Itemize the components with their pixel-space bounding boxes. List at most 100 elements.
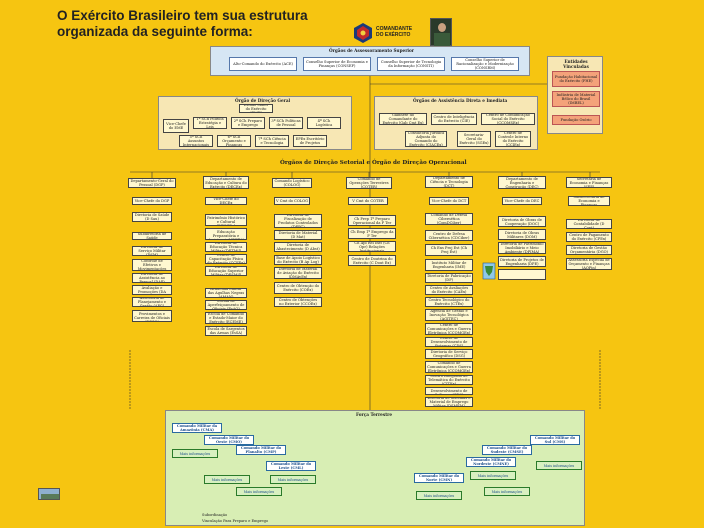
sef-item-3[interactable]: Diretoria de Gestão Orçamentária (DGO) bbox=[566, 245, 612, 255]
dct-item-13[interactable]: Centro Integrado de Telemática do Exérci… bbox=[425, 375, 473, 385]
4sch-box[interactable]: 4ª SCh Logística bbox=[307, 117, 341, 129]
3sch-box[interactable]: 3ª SCh Políticas de Pessoal bbox=[269, 117, 303, 129]
colog-head[interactable]: Comando Logístico (COLOG) bbox=[272, 178, 312, 188]
6sch-box[interactable]: 6ª SCh Orçamento e Finanças bbox=[217, 135, 251, 147]
dct-item-9[interactable]: Centro de Comunicações e Guerra Eletrôni… bbox=[425, 323, 473, 335]
eme-box[interactable]: Estado-Maior do Exército (EME) bbox=[239, 104, 273, 113]
dct-item-7[interactable]: Centro Tecnológico do Exército (CTEx) bbox=[425, 297, 473, 307]
decex-item-1[interactable]: Diretoria de Patrimônio Histórico e Cult… bbox=[205, 214, 247, 226]
cmo-box[interactable]: Comando Militar do Oeste (CMO) bbox=[204, 435, 254, 445]
colog-item-1[interactable]: Diretoria de Fiscalização de Produtos Co… bbox=[274, 214, 322, 228]
decex-item-9[interactable]: Escola de Sargentos das Armas (EsSA) bbox=[205, 326, 247, 336]
decex-item-0[interactable]: Vice-Chefe do DECEx bbox=[205, 197, 247, 205]
epex-box[interactable]: EPEx Escritório de Projetos bbox=[293, 135, 327, 147]
decex-item-4[interactable]: Centro de Capacitação Física do Exército… bbox=[205, 254, 247, 264]
colog-item-7[interactable]: Centro de Obtenções no Exterior (CCOEx) bbox=[274, 297, 322, 307]
dgp-item-8[interactable]: Diretoria de Provimentos e Carreira de O… bbox=[132, 310, 172, 322]
cciex-box[interactable]: Centro de Controle Interno do Exército (… bbox=[495, 131, 531, 147]
coter-item-3[interactable]: Ch Apl Rel Inst (Ch Opr) Relações Instit… bbox=[348, 241, 396, 252]
dgp-item-6[interactable]: Diretoria de Avaliação e Promoções (DA P… bbox=[132, 285, 172, 295]
colog-item-2[interactable]: Diretoria de Material (D Mat) bbox=[274, 230, 322, 240]
2sch-box[interactable]: 2ª SCh Preparo e Emprego bbox=[231, 117, 265, 129]
coter-item-0[interactable]: V Cmt do COTER bbox=[348, 197, 388, 205]
1sch-box[interactable]: 1ª SCh Política Estratégia e Leis bbox=[193, 117, 227, 129]
ccomsex-box[interactable]: Centro de Comunicação Social do Exército… bbox=[481, 113, 535, 125]
dct-item-10[interactable]: Centro de Desenvolvimento de Sistemas (C… bbox=[425, 337, 473, 347]
dec-item-3[interactable]: Diretoria de Patrimônio Imobiliário e Me… bbox=[498, 242, 546, 254]
decex-head[interactable]: Departamento de Educação e Cultura do Ex… bbox=[203, 176, 249, 189]
decex-item-7[interactable]: Escola de Aperfeiçoamento de Oficiais (E… bbox=[205, 300, 247, 310]
cmp-info[interactable]: Mais informações bbox=[236, 487, 282, 496]
dec-item-2[interactable]: Diretoria de Obras Militares (DOM) bbox=[498, 229, 546, 240]
cmo-info[interactable]: Mais informações bbox=[204, 475, 250, 484]
cml-box[interactable]: Comando Militar do Leste (CML) bbox=[266, 461, 316, 471]
dct-head[interactable]: Departamento de Ciência e Tecnologia (DC… bbox=[425, 176, 473, 188]
dct-item-0[interactable]: Vice-Chefe do DCT bbox=[429, 197, 469, 205]
decex-item-2[interactable]: Diretoria de Educação Preparatória e Ass… bbox=[205, 228, 247, 240]
dct-item-14[interactable]: Centro de Desenvolvimento de Software (C… bbox=[425, 387, 473, 395]
decex-item-5[interactable]: Diretoria de Educação Superior Militar (… bbox=[205, 266, 247, 276]
dgp-item-1[interactable]: Diretoria de Saúde (D Sau) bbox=[132, 212, 172, 222]
7sch-box[interactable]: 7ª SCh Ciência e Tecnologia bbox=[255, 135, 289, 147]
dgp-item-0[interactable]: Vice-Chefe do DGP bbox=[132, 197, 172, 205]
consti-box[interactable]: Conselho Superior de Tecnologia da Infor… bbox=[377, 57, 445, 71]
dct-item-11[interactable]: Diretoria de Serviço Geográfico (DSG) bbox=[425, 349, 473, 359]
dgp-item-7[interactable]: Assessoria de Planejamento e Gestão (APG… bbox=[132, 297, 172, 307]
dgp-head[interactable]: Departamento-Geral do Pessoal (DGP) bbox=[128, 178, 176, 188]
consrm-box[interactable]: Conselho Superior de Racionalização e Mo… bbox=[451, 57, 519, 71]
colog-item-6[interactable]: Centro de Obtenção do Exército (COEx) bbox=[274, 282, 322, 294]
cms-info[interactable]: Mais informações bbox=[536, 461, 582, 470]
cjacex-box[interactable]: Consultoria Jurídica Adjunta do Comando … bbox=[405, 131, 447, 147]
colog-item-3[interactable]: Diretoria de Abastecimento (D Abst) bbox=[274, 242, 322, 252]
dct-item-1[interactable]: Comando de Defesa Cibernética (ComDCiber… bbox=[425, 213, 473, 225]
coter-item-2[interactable]: Ch Emp 1º Emprego da F Ter bbox=[348, 228, 396, 239]
cmne-box[interactable]: Comando Militar do Nordeste (CMNE) bbox=[466, 457, 516, 467]
decex-item-6[interactable]: Academia Militar das Agulhas Negras (AMA… bbox=[205, 288, 247, 298]
decex-item-3[interactable]: Diretoria de Educação Técnica Militar (D… bbox=[205, 242, 247, 252]
dec-item-0[interactable]: Vice-Chefe do DEC bbox=[502, 197, 542, 205]
dct-item-3[interactable]: Ch Ens Proj Est (Ch Proj Est) bbox=[425, 244, 473, 256]
coter-item-1[interactable]: Ch Prep 1º Preparo Operacional da F Ter bbox=[348, 215, 396, 226]
dec-item-5[interactable] bbox=[498, 269, 546, 280]
sgex-box[interactable]: Secretaria-Geral do Exército (SGEx) bbox=[457, 131, 491, 147]
dgp-item-5[interactable]: Diretoria de Assistência ao Pessoal (DAP… bbox=[132, 273, 172, 283]
decex-item-8[interactable]: Escola de Comando e Estado-Maior do Exér… bbox=[205, 312, 247, 324]
cmse-info[interactable]: Mais informações bbox=[484, 487, 530, 496]
cma-info[interactable]: Mais informações bbox=[172, 449, 218, 458]
ace-box[interactable]: Alto-Comando do Exército (ACE) bbox=[229, 57, 297, 71]
cmn-box[interactable]: Comando Militar do Norte (CMN) bbox=[414, 473, 464, 483]
dct-item-6[interactable]: Centro de Avaliações do Exército (CAEx) bbox=[425, 285, 473, 295]
coter-item-4[interactable]: Centro de Doutrina do Exército (C Dout E… bbox=[348, 255, 396, 266]
cmn-info[interactable]: Mais informações bbox=[416, 491, 462, 500]
consef-box[interactable]: Conselho Superior de Economia e Finanças… bbox=[303, 57, 371, 71]
colog-item-0[interactable]: V Cmt do COLOG bbox=[274, 197, 310, 205]
dec-item-1[interactable]: Diretoria de Obras de Cooperação (DOC) bbox=[498, 216, 546, 227]
dgp-item-4[interactable]: Diretoria de Controle de Efetivos e Movi… bbox=[132, 259, 172, 271]
5sch-box[interactable]: 5ª SCh Assuntos Internacionais bbox=[179, 135, 213, 147]
cms-box[interactable]: Comando Militar do Sul (CMS) bbox=[530, 435, 580, 445]
cmp-box[interactable]: Comando Militar do Planalto (CMP) bbox=[236, 445, 286, 455]
dct-item-8[interactable]: Agência de Gestão e Inovação Tecnológica… bbox=[425, 309, 473, 321]
sef-head[interactable]: Secretaria de Economia e Finanças (SEF) bbox=[566, 177, 612, 188]
sef-item-4[interactable]: Assessoria Especial de Orçamento e Finan… bbox=[566, 258, 612, 270]
coter-head[interactable]: Comando de Operações Terrestres (COTER) bbox=[346, 177, 392, 189]
cma-box[interactable]: Comando Militar da Amazônia (CMA) bbox=[172, 423, 222, 433]
fhe-box[interactable]: Fundação Habitacional do Exército (FHE) bbox=[552, 71, 600, 87]
sef-item-0[interactable]: Subsecretaria de Economia e Finanças bbox=[568, 196, 610, 206]
gab-cmt-ex-box[interactable]: Gabinete do Comandante do Exército (Gab … bbox=[379, 113, 427, 125]
sef-item-2[interactable]: Centro de Pagamento do Exército (CPEx) bbox=[566, 232, 612, 242]
cie-box[interactable]: Centro de Inteligência do Exército (CIE) bbox=[431, 113, 477, 125]
cml-info[interactable]: Mais informações bbox=[270, 475, 316, 484]
sef-item-1[interactable]: Diretoria de Contabilidade (D Cont) bbox=[566, 219, 612, 229]
dec-item-4[interactable]: Diretoria de Projetos de Engenharia (DPE… bbox=[498, 256, 546, 267]
colog-item-5[interactable]: Diretoria de Material de Aviação do Exér… bbox=[274, 267, 322, 279]
fundacao-osorio-box[interactable]: Fundação Osório bbox=[552, 115, 600, 125]
cmne-info[interactable]: Mais informações bbox=[470, 471, 516, 480]
dgp-item-2[interactable]: Subdiretoria de Saúde bbox=[132, 232, 172, 240]
dec-head[interactable]: Departamento de Engenharia e Construção … bbox=[498, 176, 546, 189]
dct-item-12[interactable]: Comando de Comunicações e Guerra Eletrôn… bbox=[425, 361, 473, 373]
thumbnail-icon[interactable] bbox=[38, 488, 60, 500]
imbel-box[interactable]: Indústria de Material Bélico do Brasil (… bbox=[552, 91, 600, 107]
vice-chefe-eme-box[interactable]: Vice-Chefe do EME bbox=[163, 119, 189, 133]
dgp-item-3[interactable]: Diretoria de Serviço Militar (DSM) bbox=[132, 246, 172, 256]
